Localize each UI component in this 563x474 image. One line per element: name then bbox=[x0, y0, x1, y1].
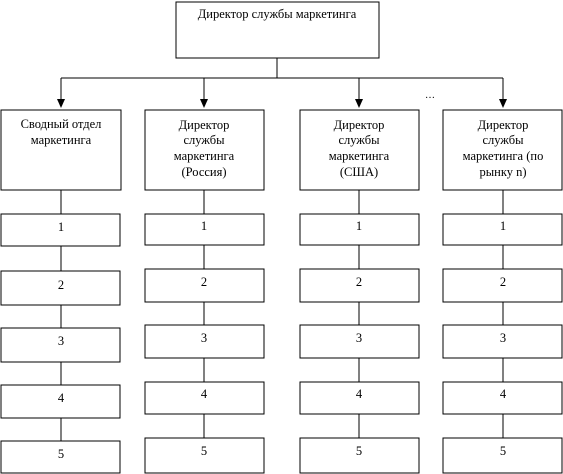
item-number: 4 bbox=[500, 387, 507, 401]
list-item: 4 bbox=[442, 381, 563, 415]
column-header-2: Директор службы маркетинга (Россия) bbox=[144, 109, 265, 191]
column-header-2-line-2: службы bbox=[183, 133, 225, 147]
item-number: 4 bbox=[356, 387, 363, 401]
column-3-items: 1 2 3 4 5 bbox=[299, 213, 420, 474]
column-header-3-line-4: (США) bbox=[340, 165, 378, 179]
list-item: 3 bbox=[299, 324, 420, 359]
item-number: 2 bbox=[201, 275, 207, 289]
list-item: 2 bbox=[299, 268, 420, 303]
list-item: 5 bbox=[144, 437, 265, 474]
item-number: 1 bbox=[500, 219, 506, 233]
list-item: 5 bbox=[442, 437, 563, 474]
item-number: 1 bbox=[356, 219, 362, 233]
item-number: 4 bbox=[58, 391, 65, 405]
list-item: 1 bbox=[299, 213, 420, 246]
list-item: 4 bbox=[299, 381, 420, 415]
column-header-4-line-3: маркетинга (по bbox=[463, 149, 544, 163]
column-4-items: 1 2 3 4 5 bbox=[442, 213, 563, 474]
item-number: 4 bbox=[201, 387, 208, 401]
list-item: 1 bbox=[442, 213, 563, 246]
arrow-down-icon bbox=[355, 99, 363, 108]
ellipsis-text: … bbox=[425, 90, 435, 101]
list-item: 3 bbox=[0, 327, 121, 363]
list-item: 3 bbox=[144, 324, 265, 359]
column-2-items: 1 2 3 4 5 bbox=[144, 213, 265, 474]
column-header-2-line-1: Директор bbox=[179, 118, 230, 132]
list-item: 5 bbox=[0, 440, 121, 474]
arrow-down-icon bbox=[57, 99, 65, 108]
item-number: 5 bbox=[201, 444, 207, 458]
column-header-3-line-3: маркетинга bbox=[329, 149, 390, 163]
item-number: 2 bbox=[356, 275, 362, 289]
item-number: 5 bbox=[500, 444, 506, 458]
item-number: 3 bbox=[500, 331, 506, 345]
item-number: 2 bbox=[500, 275, 506, 289]
column-header-2-line-4: (Россия) bbox=[181, 165, 226, 179]
arrow-down-icon bbox=[499, 99, 507, 108]
column-header-3: Директор службы маркетинга (США) bbox=[299, 109, 420, 191]
list-item: 2 bbox=[442, 268, 563, 303]
list-item: 1 bbox=[144, 213, 265, 246]
item-number: 2 bbox=[58, 278, 64, 292]
column-header-2-line-3: маркетинга bbox=[174, 149, 235, 163]
list-item: 2 bbox=[0, 270, 121, 306]
arrow-down-icon bbox=[200, 99, 208, 108]
item-number: 1 bbox=[201, 219, 207, 233]
director-marketing-label: Директор службы маркетинга bbox=[198, 7, 357, 21]
item-number: 1 bbox=[58, 220, 64, 234]
item-number: 5 bbox=[356, 444, 362, 458]
column-header-4-line-1: Директор bbox=[478, 118, 529, 132]
column-header-1-line-2: маркетинга bbox=[31, 133, 92, 147]
item-number: 5 bbox=[58, 447, 64, 461]
column-header-4-line-4: рынку n) bbox=[479, 165, 526, 179]
column-header-1: Сводный отдел маркетинга bbox=[0, 109, 122, 191]
column-header-3-line-2: службы bbox=[338, 133, 380, 147]
item-number: 3 bbox=[356, 331, 362, 345]
list-item: 5 bbox=[299, 437, 420, 474]
list-item: 3 bbox=[442, 324, 563, 359]
connectors bbox=[57, 58, 507, 441]
director-marketing-box: Директор службы маркетинга bbox=[175, 1, 380, 59]
list-item: 1 bbox=[0, 213, 121, 247]
list-item: 4 bbox=[144, 381, 265, 415]
column-header-4: Директор службы маркетинга (по рынку n) bbox=[442, 109, 563, 191]
column-header-3-line-1: Директор bbox=[334, 118, 385, 132]
column-header-4-line-2: службы bbox=[482, 133, 524, 147]
list-item: 4 bbox=[0, 384, 121, 419]
list-item: 2 bbox=[144, 268, 265, 303]
column-1-items: 1 2 3 4 5 bbox=[0, 213, 121, 474]
item-number: 3 bbox=[201, 331, 207, 345]
column-header-1-line-1: Сводный отдел bbox=[21, 117, 102, 131]
item-number: 3 bbox=[58, 334, 64, 348]
